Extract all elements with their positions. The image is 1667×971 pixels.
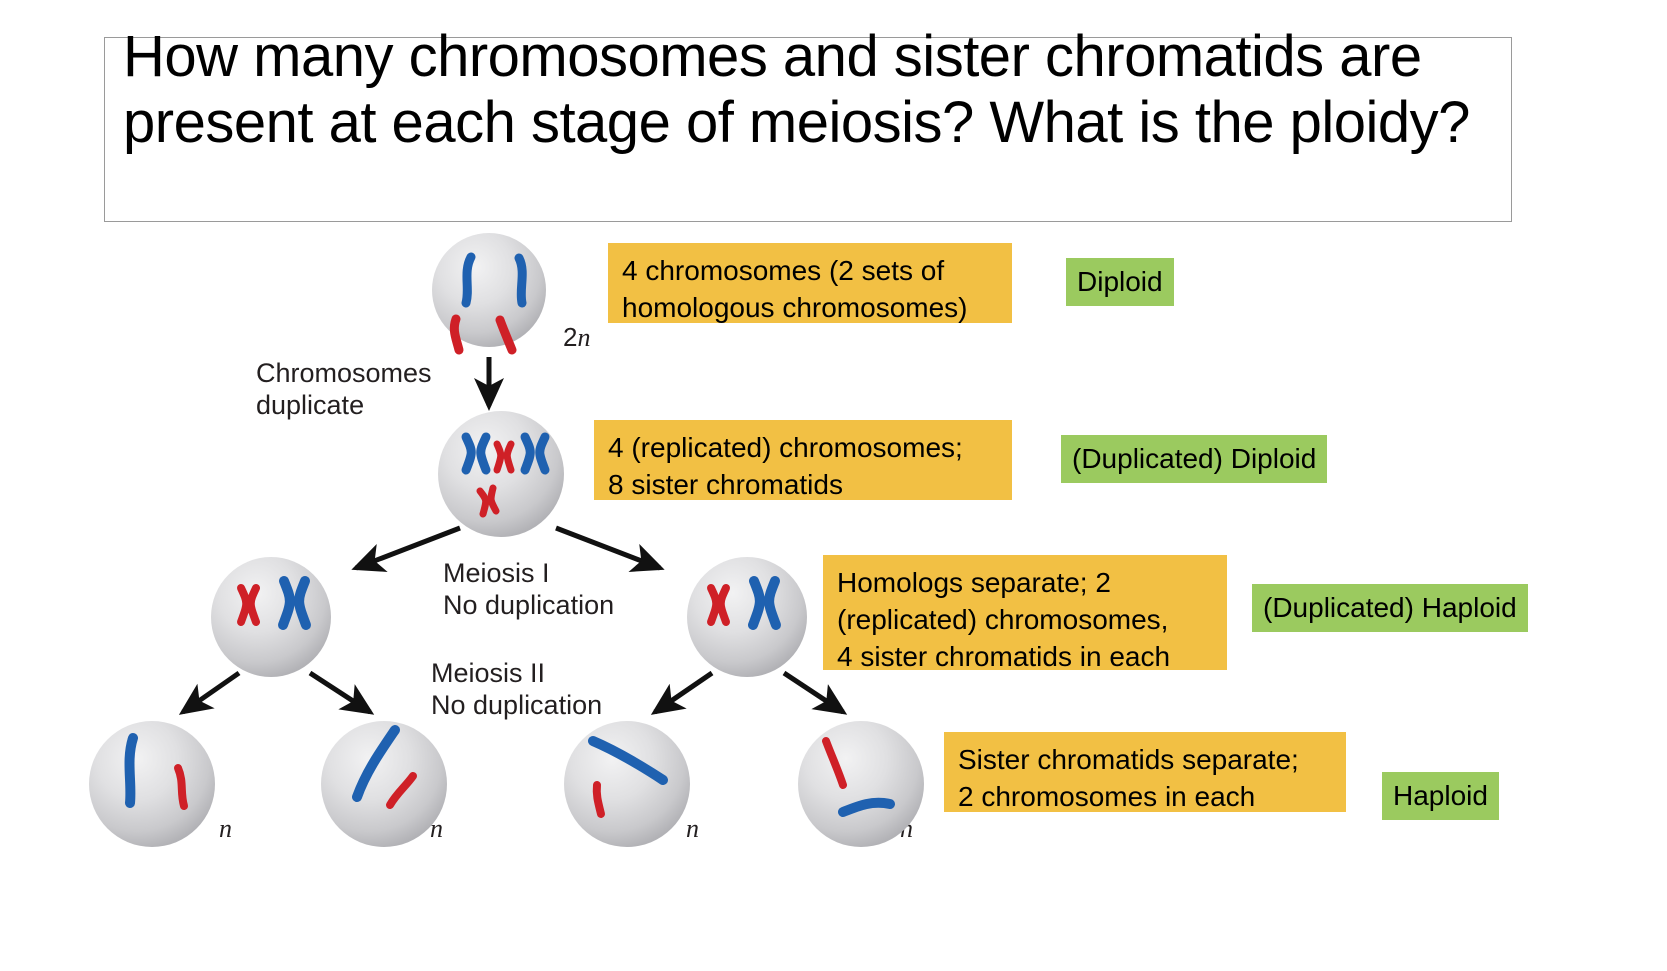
gamete-3-ploidy-mark: n bbox=[686, 814, 699, 843]
gamete-1 bbox=[89, 721, 215, 847]
parent-ploidy-mark: 2n bbox=[563, 322, 590, 353]
meiosis-ii-arrow-3 bbox=[650, 670, 714, 715]
ploidy-tag-duplicated-diploid: (Duplicated) Diploid bbox=[1061, 435, 1328, 483]
gamete-4 bbox=[798, 721, 924, 847]
meiosis-ii-arrow-1 bbox=[178, 670, 241, 715]
ploidy-tag-haploid: Haploid bbox=[1382, 772, 1499, 820]
chromosomes-duplicate-label: Chromosomes duplicate bbox=[256, 358, 432, 420]
ploidy-tag-diploid: Diploid bbox=[1066, 258, 1174, 306]
parent-cell bbox=[432, 233, 546, 355]
parent-ploidy-n: n bbox=[577, 323, 591, 352]
page-title: How many chromosomes and sister chromati… bbox=[123, 24, 1470, 155]
title-box: How many chromosomes and sister chromati… bbox=[104, 24, 1512, 222]
meiosis-i-left-cell bbox=[211, 557, 331, 677]
duplicated-cell bbox=[438, 411, 564, 537]
meiosis-ii-arrow-2 bbox=[308, 670, 375, 715]
meiosis-i-left-arrow bbox=[351, 525, 461, 572]
callout-homologs-separate: Homologs separate; 2 (replicated) chromo… bbox=[823, 555, 1227, 672]
callout-replicated-chromosomes: 4 (replicated) chromosomes; 8 sister chr… bbox=[594, 420, 1012, 500]
gamete-2 bbox=[321, 721, 447, 847]
meiosis-i-label: Meiosis I No duplication bbox=[443, 558, 615, 620]
meiosis-ii-arrow-4 bbox=[782, 670, 848, 715]
gamete-3 bbox=[564, 721, 690, 847]
ploidy-tag-duplicated-haploid: (Duplicated) Haploid bbox=[1252, 584, 1528, 632]
parent-ploidy-number: 2 bbox=[563, 322, 578, 352]
callout-chromosome-count: 4 chromosomes (2 sets of homologous chro… bbox=[608, 243, 1012, 323]
gamete-1-ploidy-mark: n bbox=[219, 814, 232, 843]
meiosis-ii-label: Meiosis II No duplication bbox=[431, 658, 603, 720]
callout-sister-chromatids-separate: Sister chromatids separate; 2 chromosome… bbox=[944, 732, 1346, 812]
meiosis-i-right-arrow bbox=[555, 525, 665, 572]
meiosis-i-right-cell bbox=[687, 557, 807, 677]
